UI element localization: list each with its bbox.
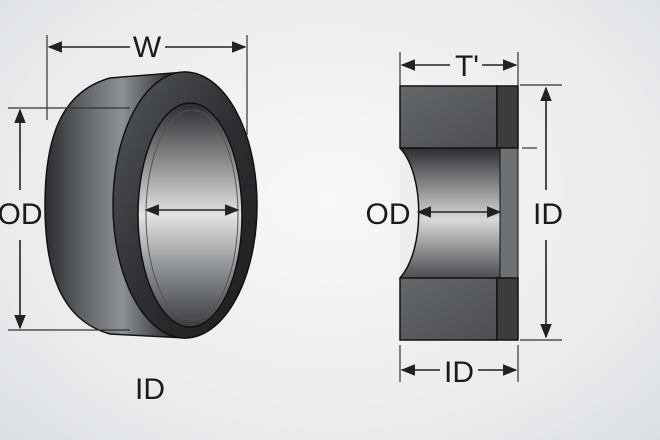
section-od-label: OD [366,198,411,231]
height-dimension [520,84,562,341]
ring-cross-section [399,85,519,341]
width-dimension [46,35,248,135]
height-label: ID [533,198,563,231]
bottom-dimension [399,345,519,382]
width-label: W [133,31,162,64]
inner-diameter-label: ID [135,373,165,406]
outer-diameter-dimension [8,107,130,331]
top-section [399,85,498,149]
thickness-dimension [399,52,519,86]
bottom-id-label: ID [444,356,474,389]
outer-diameter-label: OD [0,198,43,231]
thickness-label: T' [455,50,479,83]
ring-bore [137,102,243,328]
ring-3d-view [44,71,258,339]
bottom-section [399,277,498,341]
